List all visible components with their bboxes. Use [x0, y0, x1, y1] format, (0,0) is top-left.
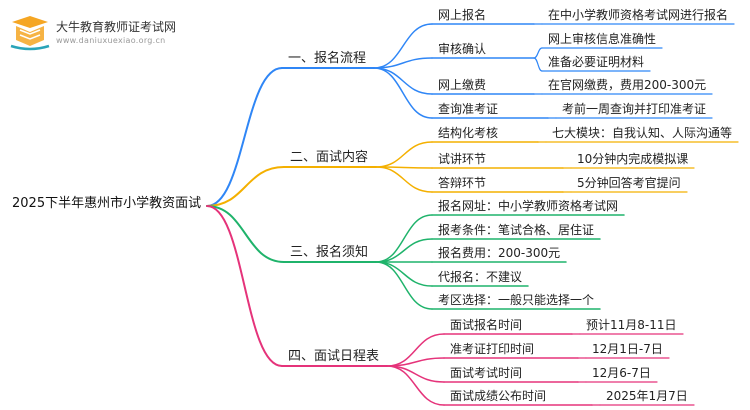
note-registration-site-link	[375, 214, 433, 263]
step-review-confirm-link	[373, 57, 433, 69]
detail-review-info: 网上审核信息准确性	[548, 32, 657, 46]
step-online-payment-link	[373, 67, 433, 95]
step-review-confirm: 审核确认	[438, 42, 487, 56]
brand-url: www.daniuxuexiao.org.cn	[56, 36, 166, 45]
book-icon	[10, 16, 50, 51]
schedule-exam-date: 12月6-7日	[592, 366, 651, 380]
branch-interview-content: 二、面试内容	[290, 150, 369, 165]
note-proxy-registration-link	[375, 261, 433, 287]
branch-registration-process: 一、报名流程	[288, 51, 367, 66]
detail-online-registration: 在中小学教师资格考试网进行报名	[548, 8, 729, 22]
branch-interview-content-link	[206, 166, 285, 207]
detail-structured-assessment: 七大模块：自我认知、人际沟通等	[552, 126, 733, 140]
note-eligibility: 报考条件：笔试合格、居住证	[438, 223, 595, 237]
schedule-results-label: 面试成绩公布时间	[450, 389, 547, 403]
schedule-exam-label-link	[386, 365, 445, 383]
step-admission-ticket-link	[373, 67, 433, 119]
branch-interview-schedule-link	[206, 205, 283, 367]
schedule-results-label-link	[386, 365, 445, 406]
note-proxy-registration: 代报名：不建议	[438, 270, 523, 284]
step-defense: 答辩环节	[438, 176, 487, 190]
step-online-payment: 网上缴费	[438, 78, 487, 92]
detail-trial-lecture: 10分钟内完成模拟课	[577, 152, 689, 166]
step-admission-ticket: 查询准考证	[438, 102, 499, 116]
branch-registration-notes: 三、报名须知	[290, 245, 369, 260]
schedule-registration-date: 预计11月8-11日	[586, 318, 677, 332]
step-online-registration: 网上报名	[438, 8, 487, 22]
branch-registration-process-link	[206, 67, 283, 207]
step-structured-assessment: 结构化考核	[438, 126, 499, 140]
schedule-registration-label: 面试报名时间	[450, 318, 523, 332]
brand-name: 大牛教育教师证考试网	[56, 20, 177, 34]
schedule-registration-label-link	[386, 333, 445, 367]
root-topic: 2025下半年惠州市小学教资面试	[12, 196, 202, 211]
step-online-registration-link	[373, 23, 433, 69]
schedule-ticket-label: 准考证打印时间	[450, 342, 535, 356]
step-structured-assessment-link	[375, 141, 433, 168]
step-trial-lecture: 试讲环节	[438, 152, 487, 166]
detail-defense: 5分钟回答考官提问	[577, 176, 681, 190]
schedule-exam-label: 面试考试时间	[450, 366, 523, 380]
note-exam-area-link	[375, 261, 433, 310]
brand-logo: 大牛教育教师证考试网 www.daniuxuexiao.org.cn	[8, 12, 258, 52]
schedule-results-date: 2025年1月7日	[606, 389, 688, 403]
step-defense-link	[375, 166, 433, 193]
note-exam-area: 考区选择：一般只能选择一个	[438, 293, 595, 307]
detail-online-payment: 在官网缴费，费用200-300元	[548, 78, 707, 92]
note-registration-site: 报名网址：中小学教师资格考试网	[438, 199, 619, 213]
detail-review-info-link	[533, 47, 543, 59]
detail-admission-ticket: 考前一周查询并打印准考证	[562, 102, 707, 116]
detail-prepare-materials: 准备必要证明材料	[548, 55, 645, 69]
branch-interview-schedule: 四、面试日程表	[288, 349, 380, 364]
note-fee: 报名费用：200-300元	[438, 246, 561, 260]
note-eligibility-link	[375, 238, 433, 263]
detail-prepare-materials-link	[533, 57, 543, 72]
branch-registration-notes-link	[206, 205, 285, 263]
schedule-ticket-date: 12月1日-7日	[592, 342, 663, 356]
